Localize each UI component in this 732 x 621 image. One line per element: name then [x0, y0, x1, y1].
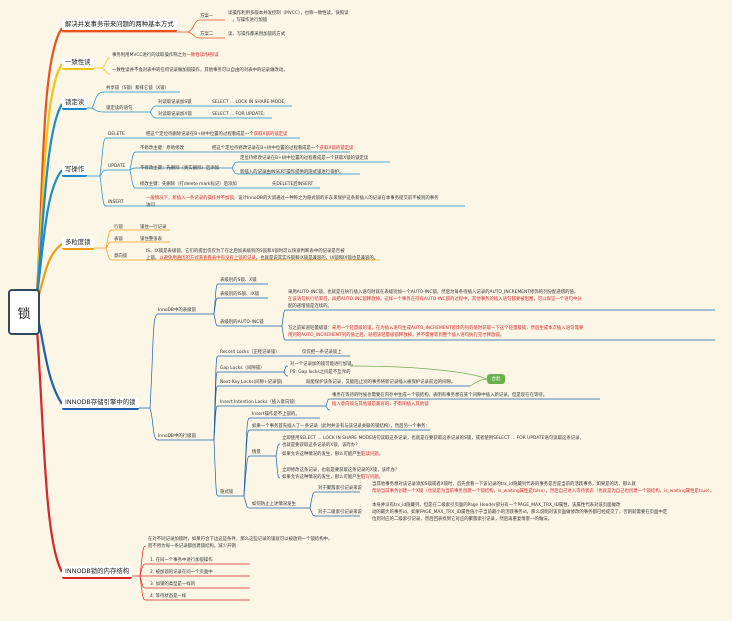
- update-case-1: 不修改主键：原地修改: [140, 146, 184, 151]
- prevention-label: 如何防止上述情况发生: [252, 502, 296, 507]
- row-lock-text: 锁住一行记录: [140, 225, 167, 230]
- table-s-x-lock: 表级别的S锁、X锁: [220, 278, 257, 283]
- table-lock-text: 锁住整张表: [140, 237, 162, 242]
- branch-consistent-read[interactable]: 一致性读: [62, 57, 94, 70]
- update-case-1-text: 把这个定位待修改记录在B+树中位置的过程看成是一个获取X锁的锁定读: [212, 146, 354, 151]
- gap-locks: Gap Locks（间隙锁）: [220, 366, 265, 371]
- clustered-index-label: 对于聚簇索引记录来说: [318, 486, 362, 491]
- update-case-3-text: 先DELETE后INSERT: [272, 182, 314, 187]
- branch-write-ops[interactable]: 写操作: [62, 164, 88, 177]
- secondary-index-text-2: 动的最大的事务id，如果PAGE_MAX_TRX_ID属性值小于当前最小的活跃事…: [372, 510, 668, 515]
- insert-text-2: 访问: [146, 203, 155, 208]
- consistent-read-note: 一致性读并不会对表中的任何记录做加锁操作，其他事务可以自由的对表中的记录做改动。: [112, 68, 288, 73]
- locking-read-statements: 锁定读的语句: [106, 106, 133, 111]
- s-lock-label: 对读取记录加S锁: [158, 100, 192, 105]
- gap-locks-text-1: 对一个记录加的锁可能进行加锁。: [290, 362, 356, 367]
- next-key-locks: Next-Key Locks(间隙+记录锁): [220, 380, 283, 385]
- option-two-label: 方案二: [200, 32, 214, 37]
- next-key-locks-text: 既能保护该条记录，又能阻止别的事务将新记录插入被保护记录前边的间隙。: [306, 380, 456, 385]
- auto-inc-text-2: 在该语句执行结束后，再把AUTO-INC锁释放掉。这样一个事务在持有AUTO-I…: [288, 297, 582, 302]
- option-one-text-2: ，写操作进行加锁: [232, 18, 268, 23]
- branch-innodb-locks[interactable]: INNODB存储引擎中的锁: [62, 397, 139, 410]
- insert-text: 一般情况下，新插入一条记录的操作并不加锁，设计InnoDB的大叔通过一种称之为隐…: [146, 196, 439, 201]
- scenario-1-c: 如果允许这种情况的发生，那么可能产生脏读问题。: [282, 452, 384, 457]
- update-case-2-a: 定位待修改记录在B+树中位置的过程看成是一个获取X锁的锁定读: [240, 156, 369, 161]
- update-case-2-b: 新插入的记录由INSERT操作提供的隐式锁进行保护。: [240, 170, 344, 175]
- intention-lock-label: 意向锁: [114, 254, 128, 259]
- x-lock-label: 对读取记录加X锁: [158, 112, 192, 117]
- x-lock-sql: SELECT ... FOR UPDATE;: [212, 112, 265, 117]
- option-one-label: 方案一: [200, 14, 214, 19]
- insert-intention-locks: Insert Intention Locks（插入意向锁）: [220, 400, 299, 405]
- condition-4: 4. 等待状态是一样: [150, 594, 187, 599]
- row-lock-label: 行锁: [114, 225, 123, 230]
- clustered-index-text-1: 当其他事务想对该记录添加S锁或者X锁时，首先会看一下该记录的trx_id隐藏列代…: [372, 482, 636, 487]
- condition-1: 1. 在同一个事务中进行加锁操作: [150, 558, 213, 563]
- scenario-2-a: 立即修改这条记录，也就是要获取这条记录的X锁，该咋办？: [282, 468, 400, 473]
- update-case-3: 修改主键：先删除（打delete mark标记）后添加: [140, 182, 237, 187]
- record-locks: Record Locks（正经记录锁）: [220, 350, 280, 355]
- scenario-1-a: 立即使用SELECT ... LOCK IN SHARE MODE语句读取这条记…: [282, 436, 584, 441]
- implicit-lock-1: Insert操作是不上锁的。: [252, 412, 300, 417]
- branch-multi-granularity[interactable]: 多粒度锁: [62, 237, 94, 250]
- condition-2: 2. 被加锁的记录在同一个页面中: [150, 570, 213, 575]
- branch-locking-read[interactable]: 锁定读: [62, 97, 88, 110]
- auto-inc-text-5: 用到的AUTO_INCREMENT列的值之后，就把该轻量级锁释放掉，并不需要等到…: [288, 333, 505, 338]
- s-lock-sql: SELECT ... LOCK IN SHARE MODE;: [212, 100, 286, 105]
- secondary-index-text-3: 位到对应的二级索引记录，然后回表找到它对应的聚簇索引记录，然后再重复情景一的做法…: [372, 517, 553, 522]
- implicit-lock-2: 如果一个事务首先插入了一条记录（此时并没有与该记录关联的锁结构），然后另一个事务…: [252, 424, 430, 429]
- gap-locks-text-2: PS: Gap locks之间是不互斥的: [290, 370, 351, 375]
- scenario-1-b: 也就是要获取这条记录的X锁，该咋办？: [282, 443, 360, 448]
- insert-label: INSERT: [108, 200, 124, 205]
- insert-intention-text-2: 插入意向锁与其他锁是兼容的，不影响插入其他锁: [332, 402, 429, 407]
- table-level-locks: InnoDB中的表级锁: [158, 308, 196, 313]
- condition-3: 3. 加锁的类型是一样的: [150, 582, 196, 587]
- auto-inc-text-4: 写之前知道轻量级锁：采用一个轻量级的锁，在为插入语句生成AUTO_INCREME…: [288, 326, 584, 331]
- clustered-index-text-2: 帮助当前事务创建一个X锁（也就是为当前事务创建一个锁结构，is_waiting属…: [372, 489, 715, 494]
- delete-text: 把这个定位待删除记录在B+树中位置的过程看成是一个获取X锁的锁定读: [146, 132, 288, 137]
- branch-lock-memory-structure[interactable]: INNODB锁的内存结构: [62, 566, 133, 579]
- root-node[interactable]: 锁: [8, 289, 40, 335]
- memory-structure-text-1: 在对不同记录加锁时，如果符合下边这些条件，那么这些记录的锁就可以被放到一个锁结构…: [148, 537, 333, 542]
- secondary-index-label: 对于二级索引记录来说: [318, 510, 362, 515]
- scenario-label: 情景: [252, 450, 261, 455]
- delete-label: DELETE: [108, 132, 125, 137]
- secondary-index-text-1: 本身并没有trx_id隐藏列，但是在二级索引页面的Page Header部分有一…: [372, 503, 621, 508]
- option-one-text: 读操作利用多版本并发控制（MVCC），也称一致性读，快照读: [228, 11, 349, 16]
- branch-concurrency-approaches[interactable]: 解决并发事务带来问题的两种基本方式: [62, 19, 177, 32]
- auto-inc-text-3: 配的递增值是连续的。: [288, 304, 332, 309]
- update-case-2: 不修改主键：先删除（真实删除）后添加: [140, 166, 220, 171]
- table-lock-label: 表锁: [114, 237, 123, 242]
- option-two-text: 读、写操作都采用加锁的方式: [228, 32, 286, 37]
- row-level-locks: InnoDB中的行级锁: [158, 434, 196, 439]
- consistent-read-def: 事务利用MVCC进行的读取操作称之为一致性读/快照读: [112, 53, 219, 58]
- memory-structure-text-2: 而不用为每一条记录都创建锁结构，减少开销: [148, 544, 236, 549]
- intention-lock-text-2: 上锁，以避免用遍历的方式来查看表中有没有上锁的记录，也就是说其实IS锁和IX锁是…: [146, 256, 379, 261]
- shared-exclusive-locks: 共享锁（S锁）和排它锁（X锁）: [106, 86, 169, 91]
- table-auto-inc-lock: 表级别的AUTO-INC锁: [220, 320, 264, 325]
- implicit-lock: 隐式锁: [220, 490, 234, 495]
- record-locks-text: 仅仅把一条记录锁上: [302, 350, 342, 355]
- merge-badge: 合起: [487, 374, 505, 384]
- intention-lock-text-1: IS、IX锁是表级锁，它们的提出仅仅为了在之后加表级别的S锁和X锁时可以快速判断…: [146, 249, 345, 254]
- scenario-2-b: 如果允许这种情况的发生，那么可能产生脏写问题。: [282, 475, 384, 480]
- insert-intention-text-1: 事务在等待的时候也需要在内存中生成一个锁结构，表明有事务想在某个间隙中插入新记录…: [332, 393, 548, 398]
- auto-inc-text-1: 采用AUTO-INC锁，也就是在执行插入语句时就在表级别加一个AUTO-INC锁…: [288, 290, 579, 295]
- update-label: UPDATE: [108, 164, 126, 169]
- table-is-ix-lock: 表级别的IS锁、IX锁: [220, 292, 260, 297]
